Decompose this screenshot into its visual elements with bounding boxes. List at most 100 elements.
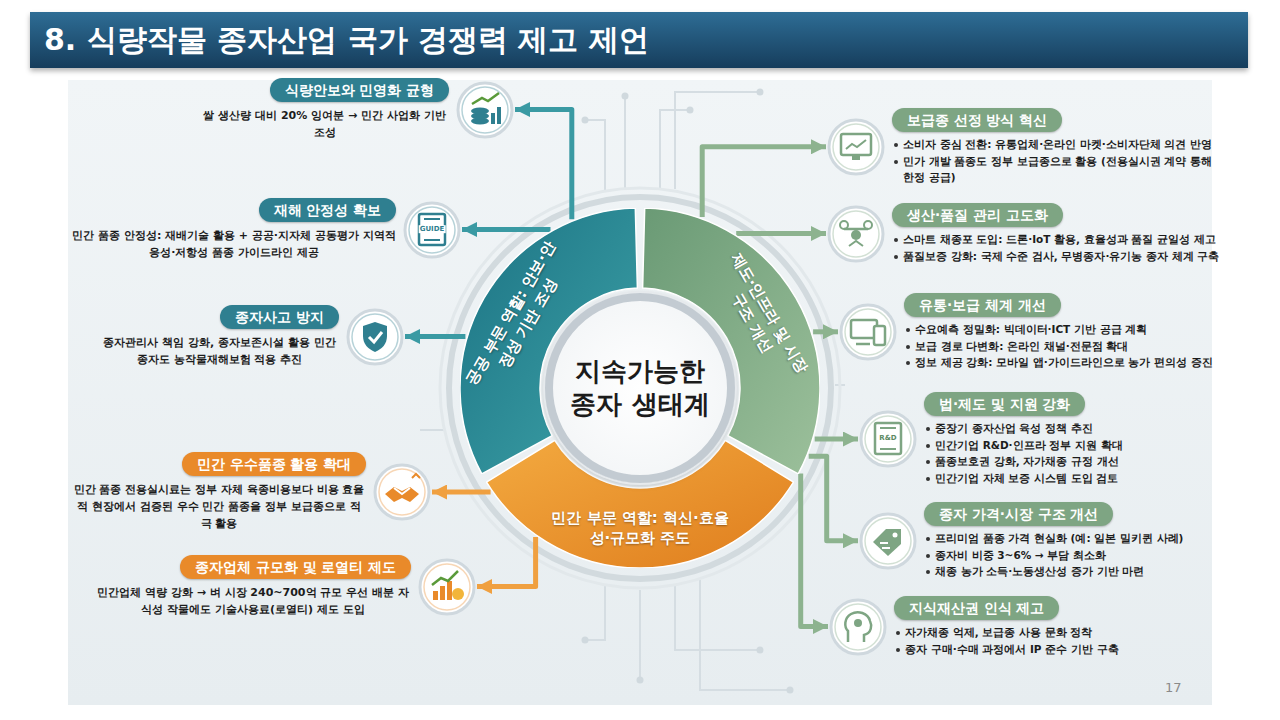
bullet-text: 민가 개발 품종도 정부 보급종으로 활용 (전용실시권 계약 통해 한정 공급…	[892, 153, 1226, 186]
bullet-text: 수요예측 정밀화: 빅데이터·ICT 기반 공급 계획	[904, 321, 1147, 338]
item-text: 종자사고 방지종자관리사 책임 강화, 종자보존시설 활용 민간 종자도 농작물…	[100, 305, 339, 368]
item-box: 종자업체 규모화 및 로열티 제도민간업체 역량 강화 → 벼 시장 240~7…	[95, 555, 477, 618]
content-panel	[68, 80, 1212, 705]
connector-arrow	[801, 473, 828, 626]
bullet-text: 품종보호권 강화, 자가채종 규정 개선	[924, 453, 1119, 470]
bullet-dot	[906, 328, 910, 332]
item-icon-art	[417, 557, 477, 617]
page-title: 8. 식량작물 종자산업 국가 경쟁력 제고 제언	[44, 20, 649, 61]
item-box: R&D법·제도 및 지원 강화중장기 종자산업 육성 정책 추진민간기업 R&D…	[858, 392, 1226, 486]
page-number: 17	[1165, 680, 1182, 695]
item-icon	[838, 302, 898, 362]
bullet-dot	[906, 361, 910, 365]
item-icon-art	[838, 302, 898, 362]
item-text: 보급종 선정 방식 혁신소비자 중심 전환: 유통업체·온라인 마켓·소비자단체…	[892, 108, 1226, 186]
connector-arrow	[736, 231, 826, 236]
item-box: 민간 우수품종 활용 확대민간 품종 전용실시료는 정부 자체 육종비용보다 비…	[72, 452, 432, 532]
bullet-dot	[906, 345, 910, 349]
item-text: 종자 가격·시장 구조 개선프리미엄 품종 가격 현실화 (예: 일본 밀키퀸 …	[924, 502, 1226, 580]
heading-pill: 지식재산권 인식 제고	[894, 596, 1059, 620]
item-text: 식량안보와 민영화 균형쌀 생산량 대비 20% 잉여분 → 민간 사업화 기반…	[200, 78, 449, 141]
bullet-dot	[896, 648, 900, 652]
item-box: 지식재산권 인식 제고자가채종 억제, 보급종 사용 문화 정착종자 구매·수매…	[828, 596, 1226, 657]
bullet-dot	[926, 570, 930, 574]
connector-arrow	[462, 227, 551, 232]
bullet-dot	[894, 255, 898, 259]
item-text: 재해 안정성 확보민간 품종 안정성: 재배기술 활용 + 공공·지자체 공동평…	[72, 198, 396, 261]
heading-pill: 보급종 선정 방식 혁신	[892, 108, 1062, 132]
item-icon-art	[345, 307, 405, 367]
connector-arrow	[813, 329, 838, 334]
item-icon	[826, 204, 886, 264]
item-box: 식량안보와 민영화 균형쌀 생산량 대비 20% 잉여분 → 민간 사업화 기반…	[200, 78, 515, 141]
item-icon	[828, 597, 888, 657]
bullet-dot	[926, 477, 930, 481]
connector-arrow	[477, 537, 536, 586]
bullet-dot	[926, 460, 930, 464]
heading-pill: 법·제도 및 지원 강화	[924, 392, 1085, 416]
connector-arrow	[815, 437, 858, 442]
heading-pill: 종자사고 방지	[220, 305, 339, 329]
heading-pill: 민간 우수품종 활용 확대	[182, 452, 366, 476]
outer-ring	[449, 197, 831, 579]
item-icon: GUIDE	[402, 200, 462, 260]
body-text: 민간업체 역량 강화 → 벼 시장 240~700억 규모 우선 배분 자식성 …	[95, 584, 411, 618]
item-icon	[455, 80, 515, 140]
item-icon	[417, 557, 477, 617]
item-box: 종자 가격·시장 구조 개선프리미엄 품종 가격 현실화 (예: 일본 밀키퀸 …	[858, 502, 1226, 580]
item-text: 민간 우수품종 활용 확대민간 품종 전용실시료는 정부 자체 육종비용보다 비…	[72, 452, 366, 532]
segment-label: 민간 부문 역할: 혁신·효율성·규모화 주도	[548, 508, 733, 548]
bullet-text: 품질보증 강화: 국제 수준 검사, 무병종자·유기농 종자 체계 구축	[892, 248, 1219, 265]
bullet-dot	[894, 160, 898, 164]
bullet-text: 채종 농가 소득·노동생산성 증가 기반 마련	[924, 563, 1144, 580]
heading-pill: 종자 가격·시장 구조 개선	[924, 502, 1113, 526]
item-icon-art	[372, 462, 432, 522]
icon-label: GUIDE	[419, 225, 446, 233]
bullet-text: 종자비 비중 3~6% → 부담 최소화	[924, 547, 1106, 564]
heading-pill: 식량안보와 민영화 균형	[270, 78, 449, 102]
item-box: 유통·보급 체계 개선수요예측 정밀화: 빅데이터·ICT 기반 공급 계획보급…	[838, 293, 1226, 371]
bullet-dot	[926, 444, 930, 448]
bullet-text: 보급 경로 다변화: 온라인 채널·전문점 확대	[904, 338, 1128, 355]
item-box: 보급종 선정 방식 혁신소비자 중심 전환: 유통업체·온라인 마켓·소비자단체…	[826, 108, 1226, 186]
item-icon-art	[858, 511, 918, 571]
bullet-dot	[896, 631, 900, 635]
heading-pill: 재해 안정성 확보	[259, 198, 396, 222]
bullet-dot	[894, 143, 898, 147]
item-box: 생산·품질 관리 고도화스마트 채종포 도입: 드론·IoT 활용, 효율성과 …	[826, 203, 1226, 264]
item-icon	[372, 462, 432, 522]
center-title: 지속가능한 종자 생태계	[565, 355, 715, 421]
item-icon: R&D	[858, 409, 918, 469]
heading-pill: 유통·보급 체계 개선	[904, 293, 1061, 317]
connector-arrow	[405, 334, 465, 339]
item-text: 생산·품질 관리 고도화스마트 채종포 도입: 드론·IoT 활용, 효율성과 …	[892, 203, 1226, 264]
icon-label: R&D	[878, 434, 897, 442]
body-text: 쌀 생산량 대비 20% 잉여분 → 민간 사업화 기반 조성	[200, 107, 449, 141]
item-text: 유통·보급 체계 개선수요예측 정밀화: 빅데이터·ICT 기반 공급 계획보급…	[904, 293, 1226, 371]
body-text: 민간 품종 안정성: 재배기술 활용 + 공공·지자체 공동평가 지역적응성·저…	[72, 227, 396, 261]
item-icon	[826, 117, 886, 177]
bullet-text: 자가채종 억제, 보급종 사용 문화 정착	[894, 624, 1092, 641]
header-bar: 8. 식량작물 종자산업 국가 경쟁력 제고 제언	[30, 12, 1248, 68]
connector-arrow	[432, 490, 491, 495]
bullet-dot	[894, 238, 898, 242]
item-text: 종자업체 규모화 및 로열티 제도민간업체 역량 강화 → 벼 시장 240~7…	[95, 555, 411, 618]
item-icon-art	[828, 597, 888, 657]
bullet-dot	[926, 537, 930, 541]
bullet-text: 종자 구매·수매 과정에서 IP 준수 기반 구축	[894, 641, 1119, 658]
heading-pill: 종자업체 규모화 및 로열티 제도	[180, 555, 411, 579]
item-icon	[858, 511, 918, 571]
connector-arrow	[702, 147, 826, 217]
item-box: 종자사고 방지종자관리사 책임 강화, 종자보존시설 활용 민간 종자도 농작물…	[100, 305, 405, 368]
center-circle: 지속가능한 종자 생태계	[545, 293, 735, 483]
item-icon-art	[455, 80, 515, 140]
item-icon-art	[826, 204, 886, 264]
bullet-text: 정보 제공 강화: 모바일 앱·가이드라인으로 농가 편의성 증진	[904, 354, 1213, 371]
body-text: 종자관리사 책임 강화, 종자보존시설 활용 민간 종자도 농작물재해보험 적용…	[100, 334, 339, 368]
bullet-dot	[926, 427, 930, 431]
item-box: 재해 안정성 확보민간 품종 안정성: 재배기술 활용 + 공공·지자체 공동평…	[72, 198, 462, 261]
bullet-text: 프리미엄 품종 가격 현실화 (예: 일본 밀키퀸 사례)	[924, 530, 1183, 547]
item-text: 지식재산권 인식 제고자가채종 억제, 보급종 사용 문화 정착종자 구매·수매…	[894, 596, 1226, 657]
